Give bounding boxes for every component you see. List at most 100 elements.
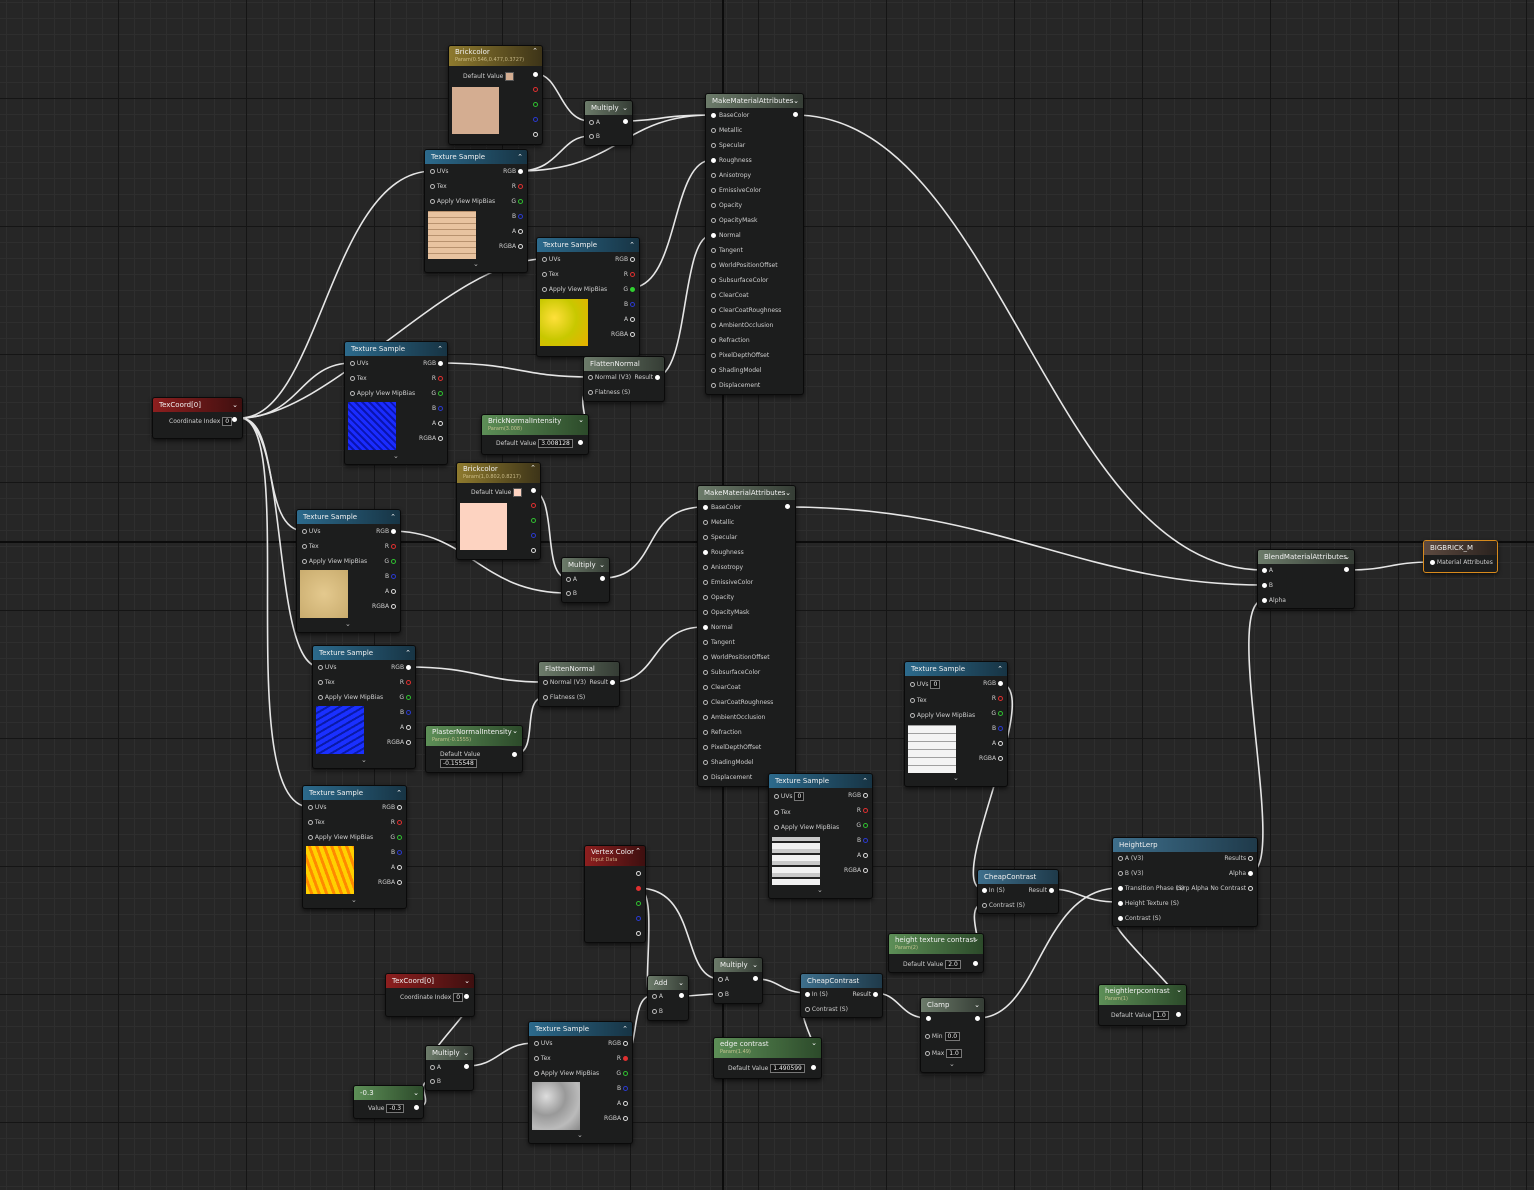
output-pin-icon[interactable] — [636, 916, 641, 921]
output-pin-icon[interactable] — [533, 132, 538, 137]
attribute-pin[interactable]: ClearCoat — [703, 684, 741, 692]
input-pin-icon[interactable] — [534, 1041, 539, 1046]
output-pin-icon[interactable] — [397, 820, 402, 825]
output-pin-icon[interactable] — [391, 589, 396, 594]
attribute-pin[interactable]: Specular — [703, 534, 737, 542]
input-pin-icon[interactable] — [711, 293, 716, 298]
input-pin-icon[interactable] — [711, 278, 716, 283]
output-pin-icon[interactable] — [406, 680, 411, 685]
input-pin-icon[interactable] — [910, 713, 915, 718]
output-pin-icon[interactable] — [438, 361, 443, 366]
chevron-down-icon[interactable]: ⌄ — [793, 97, 799, 105]
output-pin-icon[interactable] — [863, 868, 868, 873]
input-pin-icon[interactable] — [308, 835, 313, 840]
input-pin-icon[interactable] — [703, 535, 708, 540]
chevron-down-icon[interactable]: ⌃ — [517, 153, 523, 161]
color-swatch[interactable] — [513, 488, 523, 497]
attribute-pin[interactable]: Anisotropy — [711, 172, 751, 180]
output-pin-icon[interactable] — [1248, 886, 1253, 891]
chevron-down-icon[interactable]: ⌃ — [635, 847, 641, 855]
expand-arrow-icon[interactable]: ⌄ — [577, 1131, 583, 1139]
attribute-pin[interactable]: SubsurfaceColor — [711, 277, 768, 285]
output-pin-icon[interactable] — [636, 901, 641, 906]
texture-sample-node[interactable]: Texture Sample⌃ UVs Tex Apply View MipBi… — [312, 645, 416, 769]
output-pin-icon[interactable] — [414, 1105, 419, 1110]
attribute-pin[interactable]: OpacityMask — [711, 217, 758, 225]
output-pin-icon[interactable] — [438, 436, 443, 441]
output-pin-icon[interactable] — [438, 406, 443, 411]
output-pin-icon[interactable] — [863, 808, 868, 813]
chevron-down-icon[interactable]: ⌄ — [413, 1089, 419, 1097]
input-pin-icon[interactable] — [703, 730, 708, 735]
input-pin-icon[interactable] — [430, 169, 435, 174]
input-pin-icon[interactable] — [430, 1079, 435, 1084]
input-pin-icon[interactable] — [703, 760, 708, 765]
output-pin-icon[interactable] — [518, 229, 523, 234]
input-pin-icon[interactable] — [703, 595, 708, 600]
output-pin-icon[interactable] — [623, 1116, 628, 1121]
output-pin-icon[interactable] — [531, 533, 536, 538]
output-pin-icon[interactable] — [811, 1065, 816, 1070]
output-pin-icon[interactable] — [630, 257, 635, 262]
output-pin-icon[interactable] — [623, 1086, 628, 1091]
input-pin-icon[interactable] — [1118, 901, 1123, 906]
max-value-field[interactable]: 1.0 — [946, 1049, 962, 1058]
attribute-pin[interactable]: BaseColor — [703, 504, 741, 512]
chevron-down-icon[interactable]: ⌃ — [622, 1025, 628, 1033]
input-pin-icon[interactable] — [711, 128, 716, 133]
add-node[interactable]: Add⌄ A B — [647, 975, 689, 1021]
input-pin-icon[interactable] — [1118, 856, 1123, 861]
output-pin-icon[interactable] — [438, 391, 443, 396]
attribute-pin[interactable]: Roughness — [703, 549, 744, 557]
input-pin-icon[interactable] — [711, 263, 716, 268]
input-pin-icon[interactable] — [430, 184, 435, 189]
output-pin-icon[interactable] — [998, 726, 1003, 731]
attribute-pin[interactable]: ClearCoatRoughness — [703, 699, 773, 707]
input-pin-icon[interactable] — [318, 680, 323, 685]
chevron-down-icon[interactable]: ⌃ — [629, 241, 635, 249]
chevron-down-icon[interactable]: ⌄ — [463, 1049, 469, 1057]
uv-index-field[interactable]: 0 — [794, 792, 805, 801]
min-value-field[interactable]: 0.0 — [944, 1032, 961, 1041]
chevron-down-icon[interactable]: ⌄ — [785, 489, 791, 497]
multiply-node[interactable]: Multiply⌄ A B — [425, 1045, 474, 1091]
input-pin-icon[interactable] — [703, 655, 708, 660]
texture-sample-node[interactable]: Texture Sample⌃ UVs Tex Apply View MipBi… — [302, 785, 407, 909]
output-pin-icon[interactable] — [1248, 856, 1253, 861]
multiply-node[interactable]: Multiply⌄ A B — [584, 100, 633, 146]
input-pin-icon[interactable] — [711, 323, 716, 328]
attribute-pin[interactable]: Metallic — [711, 127, 742, 135]
output-pin-icon[interactable] — [1248, 871, 1253, 876]
output-pin-icon[interactable] — [464, 994, 469, 999]
output-pin-icon[interactable] — [397, 805, 402, 810]
multiply-node[interactable]: Multiply⌄ A B — [713, 957, 763, 1004]
output-pin-icon[interactable] — [623, 1041, 628, 1046]
coordinate-index-field[interactable]: 0 — [222, 417, 233, 426]
output-pin-icon[interactable] — [531, 548, 536, 553]
input-pin-icon[interactable] — [703, 640, 708, 645]
texture-sample-node[interactable]: Texture Sample⌃ UVs Tex Apply View MipBi… — [424, 149, 528, 273]
input-pin-icon[interactable] — [542, 257, 547, 262]
input-pin-icon[interactable] — [711, 383, 716, 388]
output-pin-icon[interactable] — [391, 529, 396, 534]
output-pin-icon[interactable] — [623, 1056, 628, 1061]
attribute-pin[interactable]: Tangent — [703, 639, 735, 647]
output-pin-icon[interactable] — [518, 184, 523, 189]
attribute-pin[interactable]: OpacityMask — [703, 609, 750, 617]
output-pin-icon[interactable] — [998, 756, 1003, 761]
input-pin-icon[interactable] — [308, 805, 313, 810]
input-pin-icon[interactable] — [1262, 583, 1267, 588]
output-pin-icon[interactable] — [397, 850, 402, 855]
input-pin-icon[interactable] — [534, 1056, 539, 1061]
input-pin-icon[interactable] — [703, 670, 708, 675]
input-pin-icon[interactable] — [1430, 560, 1435, 565]
output-pin-icon[interactable] — [863, 838, 868, 843]
output-pin-icon[interactable] — [998, 681, 1003, 686]
color-swatch[interactable] — [505, 72, 515, 81]
texture-sample-node[interactable]: Texture Sample⌃ UVs 0 Tex Apply View Mip… — [904, 661, 1008, 787]
input-pin-icon[interactable] — [703, 520, 708, 525]
clamp-node[interactable]: Clamp⌄ Min 0.0 Max 1.0 ⌄ — [920, 997, 985, 1073]
output-pin-icon[interactable] — [610, 680, 615, 685]
